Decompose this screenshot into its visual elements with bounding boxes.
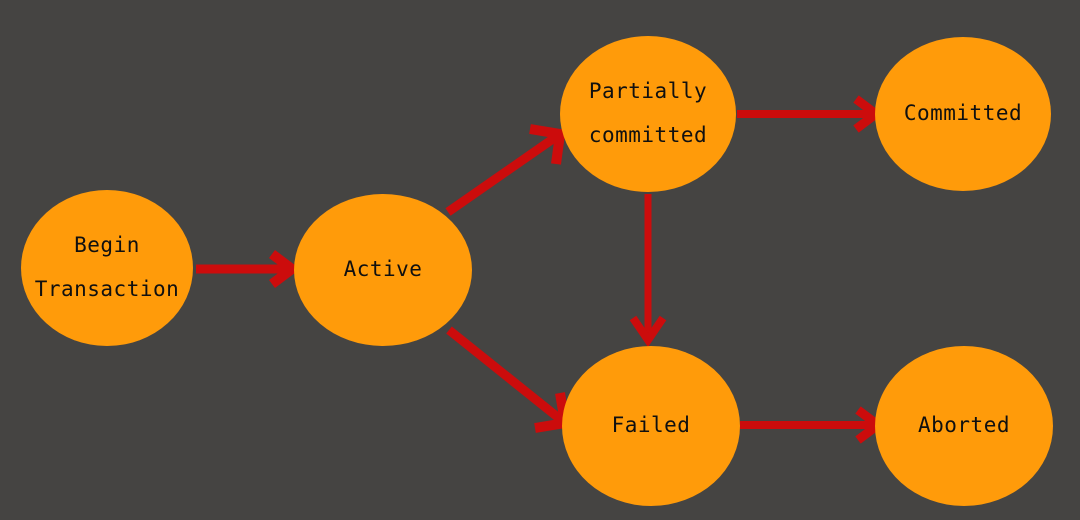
edge-active-to-failed-line <box>446 326 568 427</box>
node-failed-shape <box>562 346 740 506</box>
node-active[interactable]: Active <box>294 194 472 346</box>
edge-active-to-partially-committed-line <box>445 130 563 216</box>
node-committed-shape <box>875 37 1051 191</box>
edge-active-to-partially-committed-arrowhead-icon <box>529 124 566 165</box>
node-committed[interactable]: Committed <box>875 37 1051 191</box>
edge-active-to-partially-committed[interactable] <box>445 124 566 216</box>
node-aborted-shape <box>875 346 1053 506</box>
edge-partially-committed-to-failed-arrowhead-icon <box>629 315 667 348</box>
edge-begin-transaction-to-active[interactable] <box>196 250 301 288</box>
node-partially-committed-shape <box>560 36 736 192</box>
node-failed[interactable]: Failed <box>562 346 740 506</box>
edge-begin-transaction-to-active-arrowhead-icon <box>269 250 301 288</box>
edge-partially-committed-to-failed[interactable] <box>629 194 667 348</box>
node-active-shape <box>294 194 472 346</box>
node-begin-transaction-shape <box>21 190 193 346</box>
edges-layer <box>196 95 886 444</box>
node-aborted[interactable]: Aborted <box>875 346 1053 506</box>
